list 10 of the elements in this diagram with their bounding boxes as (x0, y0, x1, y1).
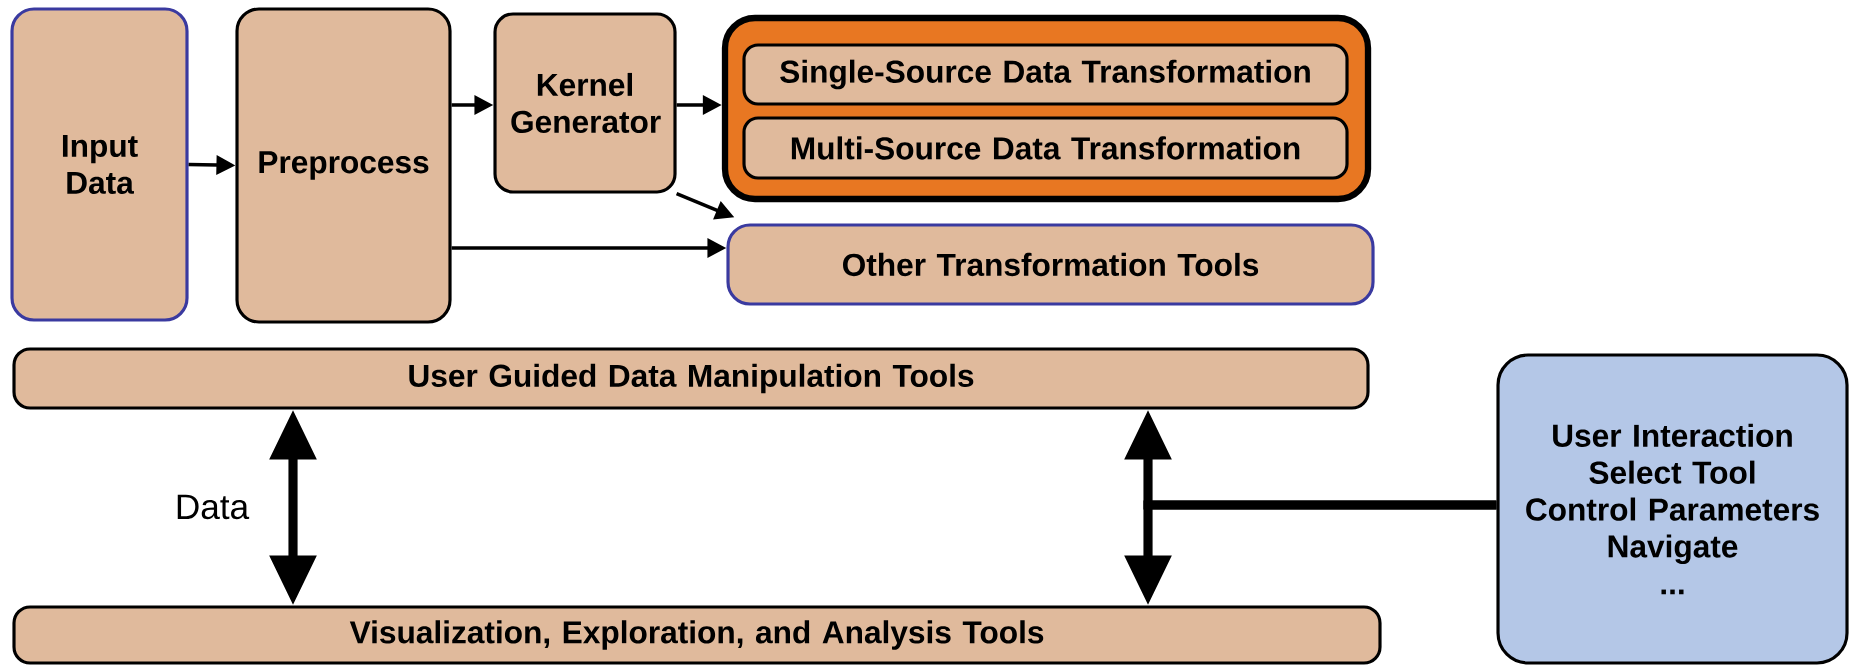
process-box: Multi-Source Data Transformation (742, 116, 1349, 180)
process-box: Input Data (10, 7, 189, 322)
band-box: Visualization, Exploration, and Analysis Tools (12, 605, 1382, 665)
edge-label: Data (171, 491, 253, 523)
process-box: Preprocess (235, 7, 452, 324)
band-box: User Guided Data Manipulation Tools (12, 347, 1370, 410)
process-box: Kernel Generator (493, 12, 677, 194)
process-box: Single-Source Data Transformation (742, 43, 1349, 106)
process-box: Other Transformation Tools (726, 223, 1375, 306)
process-box: User Interaction Select Tool Control Parameters Navigate ... (1496, 353, 1849, 665)
